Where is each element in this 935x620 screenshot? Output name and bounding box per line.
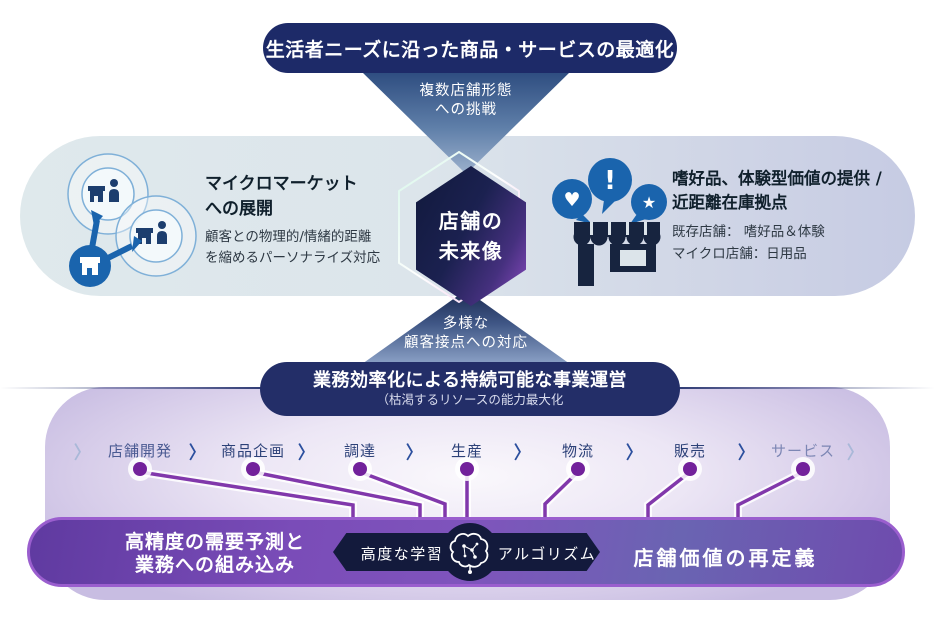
store-person-icon xyxy=(88,179,119,202)
svg-text:!: ! xyxy=(604,166,616,196)
chain-dot xyxy=(796,462,810,476)
down-arrow-line2: への挑戦 xyxy=(435,102,497,118)
demand-forecast-label: 高精度の需要予測と 業務への組み込み xyxy=(124,531,305,576)
top-banner-label: 生活者ニーズに沿った商品・サービスの最適化 xyxy=(265,38,675,61)
efficiency-banner: 業務効率化による持続可能な事業運営 （枯渇するリソースの能力最大化 xyxy=(260,362,680,416)
exclamation-bubble-icon: ! xyxy=(588,158,632,214)
divider-line-right xyxy=(670,387,935,389)
chain-dot xyxy=(571,462,585,476)
hexagon-line1: 店舗の xyxy=(438,209,504,233)
chevron-icon: 〉 xyxy=(846,442,864,464)
chain-step-procurement: 調達 xyxy=(343,442,377,460)
algorithm-label: アルゴリズム xyxy=(497,545,597,563)
chevron-icon: 〉 xyxy=(188,442,206,464)
storefront-icon xyxy=(573,222,661,286)
chain-dot xyxy=(353,462,367,476)
chevron-icon: 〉 xyxy=(737,442,755,464)
chevron-icon: 〉 xyxy=(625,442,643,464)
up-arrow-line1: 多様な xyxy=(442,316,490,332)
store-value-label: 店舗価値の再定義 xyxy=(633,546,818,570)
store-person-icon xyxy=(136,221,167,244)
advanced-learning-label: 高度な学習 xyxy=(360,545,444,563)
chain-step-sales: 販売 xyxy=(673,442,707,460)
micro-market-icon xyxy=(67,153,197,287)
brain-circuit-icon xyxy=(441,523,499,581)
up-arrow-line2: 顧客接点への対応 xyxy=(404,335,528,351)
hexagon-outline xyxy=(398,151,520,303)
divider-line-left xyxy=(0,387,270,389)
micro-market-title: マイクロマーケット への展開 xyxy=(205,174,358,219)
star-bubble-icon: ★ xyxy=(630,184,667,224)
chevron-icon: 〉 xyxy=(73,442,91,464)
chevron-icon: 〉 xyxy=(513,442,531,464)
chain-step-product-planning: 商品企画 xyxy=(220,442,286,460)
chevron-icon: 〉 xyxy=(297,442,315,464)
expansion-arrows xyxy=(89,219,134,261)
chain-dot xyxy=(133,462,147,476)
hexagon-line2: 未来像 xyxy=(438,239,504,263)
efficiency-title: 業務効率化による持続可能な事業運営 xyxy=(313,370,627,391)
chain-step-service: サービス xyxy=(770,442,836,460)
svg-text:♥: ♥ xyxy=(563,189,580,211)
experience-title: 嗜好品、体験型価値の提供 / 近距離在庫拠点 xyxy=(672,169,882,212)
heart-bubble-icon: ♥ xyxy=(552,179,592,224)
svg-text:★: ★ xyxy=(642,193,656,212)
down-arrow-line1: 複数店舗形態 xyxy=(419,83,513,99)
chain-dot xyxy=(246,462,260,476)
chain-step-store-dev: 店舗開発 xyxy=(107,442,173,460)
experience-desc: 既存店舗： 嗜好品＆体験 マイクロ店舗：日用品 xyxy=(672,224,825,262)
experience-store-icon: ♥ ! ★ xyxy=(552,158,667,286)
efficiency-subtitle: （枯渇するリソースの能力最大化 xyxy=(376,392,564,407)
chain-step-logistics: 物流 xyxy=(561,442,595,460)
chain-dot xyxy=(683,462,697,476)
top-banner: 生活者ニーズに沿った商品・サービスの最適化 xyxy=(263,23,677,73)
micro-market-desc: 顧客との物理的/情緒的距離 を縮めるパーソナライズ対応 xyxy=(205,229,381,266)
chevron-icon: 〉 xyxy=(405,442,423,464)
chain-step-production: 生産 xyxy=(450,442,484,460)
chain-dot xyxy=(460,462,474,476)
